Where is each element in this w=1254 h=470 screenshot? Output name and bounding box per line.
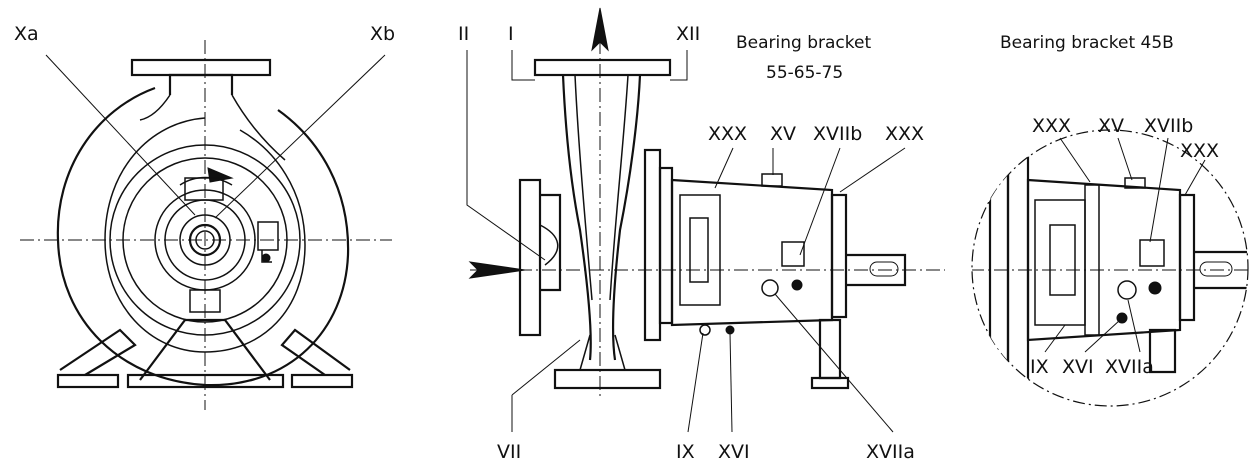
detail-casing-cover [988,130,1010,392]
side-plug-xvi-icon [725,325,735,335]
label-i: I [508,23,514,45]
label-xii: XII [676,23,700,45]
leader-xb [214,54,386,219]
side-plug-ix-icon [699,324,711,336]
detail-bearing-bracket [1026,178,1182,342]
detail-leader-xxx-right [1184,159,1206,196]
label-xviia: XVIIa [866,441,915,463]
detail-leader-xxx-left [1059,137,1091,183]
label-ix: IX [676,441,695,463]
detail-view: Bearing bracket 45B XXX XV XVIIb XXX IX … [971,33,1249,407]
detail-leader-xvi [1084,319,1121,353]
front-foot-right [290,373,354,389]
detail-label-xxx-right: XXX [1180,140,1219,162]
side-bracket-foot [818,318,842,380]
detail-vent-plug-icon [1124,177,1146,189]
side-oil-sight-icon [781,241,805,267]
front-left-strut [59,328,137,376]
leader-xa [45,54,196,216]
label-ii: II [458,23,469,45]
label-xb: Xb [370,23,395,45]
side-bearing-bracket [670,178,834,327]
label-xviib: XVIIb [813,123,862,145]
front-pedestal [139,318,271,381]
detail-end-cover [1178,193,1196,322]
side-discharge-flange [533,58,672,77]
side-vent-plug-icon [761,173,783,187]
leader-i [511,50,535,81]
leader-xviia [774,293,894,433]
leader-ix [687,332,704,433]
detail-oil-fill-icon [1117,280,1137,300]
detail-label-xv: XV [1098,115,1124,137]
detail-shaft-end [1194,250,1248,290]
detail-label-xxx-left: XXX [1032,115,1071,137]
side-view: II I XII Bearing bracket 55-65-75 XXX XV… [458,7,945,463]
label-xv: XV [770,123,796,145]
front-oil-level-icon [257,221,279,251]
detail-label-xvi: XVI [1062,356,1094,378]
leader-xxx-right [839,147,906,193]
leader-xxx-left [714,147,734,189]
leader-ii [466,50,546,261]
side-casing-left [561,74,592,361]
front-view: Xa Xb [14,23,395,410]
discharge-flow-arrow-icon [591,7,609,52]
front-top-boss [184,177,224,201]
detail-label-ix: IX [1030,356,1049,378]
suction-flow-arrow-icon [468,261,526,279]
rotation-arrow-icon [207,167,234,183]
detail-leader-ix [1044,324,1066,353]
leader-xii [670,50,688,81]
label-xxx-left: XXX [708,123,747,145]
side-title-line1: Bearing bracket [736,33,871,53]
side-casing-cover [643,148,662,342]
label-xvi: XVI [718,441,750,463]
side-suction-flange [518,178,542,337]
label-xxx-right: XXX [885,123,924,145]
label-xa: Xa [14,23,39,45]
side-oil-fill-icon [761,279,779,297]
side-title-line2: 55-65-75 [766,63,843,83]
detail-leader-xv [1117,137,1133,181]
leader-xvi [729,332,733,433]
detail-title: Bearing bracket 45B [1000,33,1174,53]
front-discharge-flange [130,58,272,77]
leader-xviib [799,147,841,256]
label-vii: VII [497,441,521,463]
detail-circle [971,129,1249,407]
detail-label-xviib: XVIIb [1144,115,1193,137]
detail-leader-xviia [1127,299,1141,353]
front-foot-left [56,373,120,389]
front-discharge-nozzle [168,73,234,95]
detail-leader-xviib [1149,137,1169,243]
side-casing-right [612,74,642,361]
detail-oil-sight-icon [1139,239,1165,267]
detail-label-xviia: XVIIa [1105,356,1154,378]
side-end-cover [830,193,848,319]
front-volute-inner [104,117,306,353]
side-casing-foot [553,368,662,390]
